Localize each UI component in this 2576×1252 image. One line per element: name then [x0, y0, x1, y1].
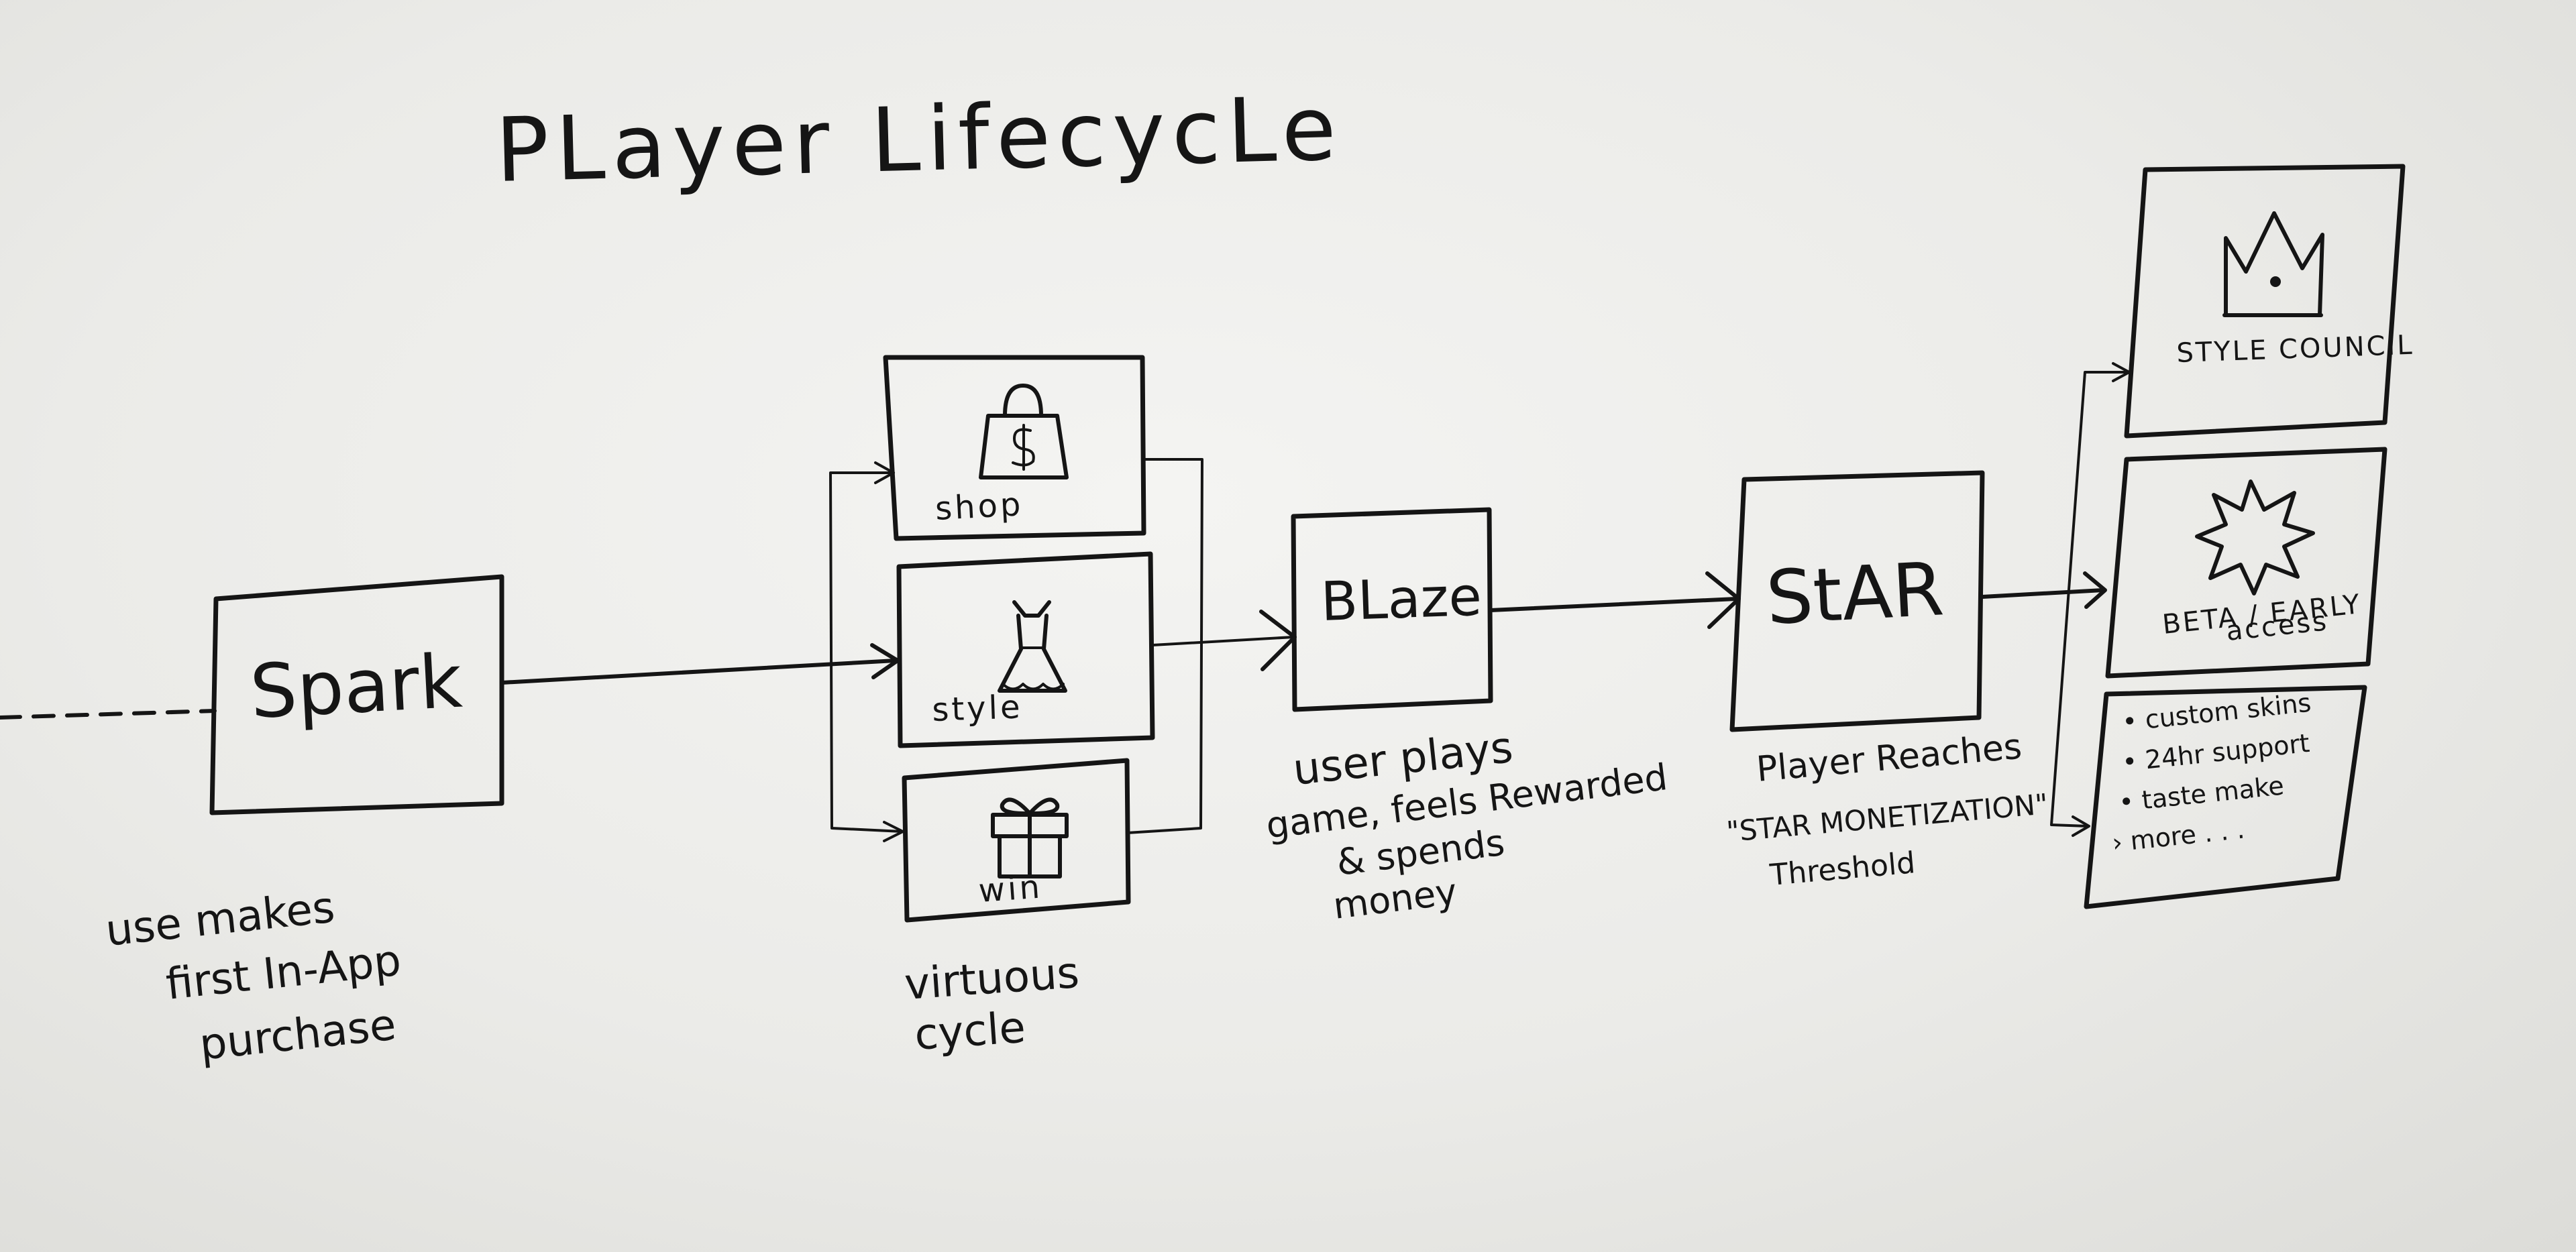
star-box [1729, 470, 1985, 732]
cycle-to-blaze-arrowhead [1259, 610, 1297, 671]
dress-icon [998, 600, 1067, 693]
gift-icon [991, 797, 1069, 878]
cycle-entry-bracket [829, 471, 904, 833]
cycle-to-blaze-arrow [1151, 636, 1295, 646]
star-to-rewards-arrowhead [2083, 571, 2107, 609]
star-node: StAR [1729, 470, 1985, 732]
cycle-entry-arrowhead-bottom [883, 821, 904, 842]
style-node: style [896, 551, 1155, 748]
style-council-label: STYLE COUNCIL [2176, 330, 2415, 369]
cycle-caption: virtuous cycle [903, 948, 1081, 1060]
star-caption-line-2: "STAR MONETIZATION" [1725, 787, 2049, 848]
spark-caption-line-2: first In-App [164, 936, 403, 1010]
blaze-node: BLaze [1291, 507, 1493, 712]
blaze-label: BLaze [1320, 565, 1483, 633]
beta-access-box [2105, 447, 2387, 679]
shop-node: shop [883, 355, 1146, 541]
style-council-box [2124, 164, 2406, 439]
spark-caption-line-1: use makes [103, 883, 337, 956]
style-council-node: STYLE COUNCIL [2124, 164, 2415, 439]
perk-item-3: • taste make [2117, 771, 2285, 817]
cycle-exit-bracket [1126, 458, 1203, 834]
shop-label: shop [934, 486, 1024, 528]
cycle-caption-line-1: virtuous [903, 948, 1081, 1010]
rewards-bracket [2050, 371, 2129, 828]
perks-node: • custom skins • 24hr support • taste ma… [2084, 685, 2367, 909]
starburst-icon [2195, 479, 2315, 595]
win-box [902, 758, 1131, 923]
star-label: StAR [1764, 546, 1946, 641]
style-box [896, 551, 1155, 748]
star-caption-line-1: Player Reaches [1755, 727, 2023, 790]
spark-caption-line-3: purchase [197, 1001, 398, 1070]
star-caption-line-3: Threshold [1768, 846, 1917, 893]
blaze-caption: user plays game, feels Rewarded & spends… [1264, 723, 1670, 927]
spark-to-cycle-arrow [500, 659, 898, 685]
perk-item-4: › more . . . [2110, 814, 2246, 857]
beta-access-node: BETA / EARLY access [2105, 447, 2387, 679]
diagram-title: PLayer LifecycLe [494, 77, 1344, 203]
win-node: win [902, 758, 1131, 923]
spark-label: Spark [248, 638, 465, 735]
incoming-dashed-connector [0, 709, 217, 720]
blaze-to-star-arrow [1489, 597, 1738, 612]
blaze-box [1291, 507, 1493, 712]
win-label: win [977, 868, 1044, 909]
spark-box [209, 574, 504, 815]
perk-item-2: • 24hr support [2121, 728, 2311, 777]
shop-box [883, 355, 1146, 541]
shopping-bag-icon [979, 384, 1069, 479]
star-to-rewards-arrow [1980, 588, 2105, 599]
cycle-caption-line-2: cycle [913, 1003, 1027, 1060]
crown-icon [2222, 211, 2324, 317]
spark-caption: use makes first In-App purchase [103, 883, 403, 1070]
spark-node: Spark [209, 574, 504, 815]
style-label: style [931, 688, 1023, 729]
star-caption: Player Reaches "STAR MONETIZATION" Thres… [1725, 727, 2049, 893]
rewards-arrowhead-bottom [2072, 815, 2090, 837]
perks-box [2084, 685, 2367, 909]
